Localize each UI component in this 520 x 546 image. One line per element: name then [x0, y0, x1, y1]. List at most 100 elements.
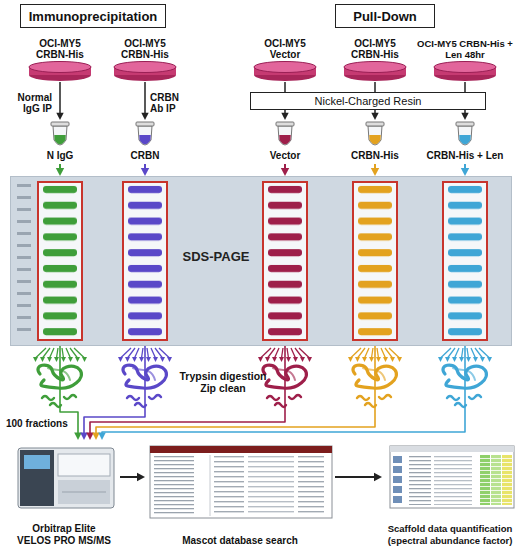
arrow-head: [141, 168, 149, 176]
connector-line: [284, 164, 286, 170]
dish-label: OCI-MY5 CRBN-His + Len 48hr: [414, 38, 516, 60]
tube-drawing: [364, 120, 386, 150]
flow-arrow: [120, 473, 145, 481]
dish-drawing: [112, 60, 178, 82]
flow-arrow: [281, 164, 289, 176]
flow-arrow: [92, 346, 375, 440]
instrument-panel: Orbitrap Elite VELOS PRO MS/MS: [8, 440, 120, 546]
arrow-head: [374, 473, 382, 481]
sample-tube: CRBN-His: [335, 120, 415, 164]
annotation-label: Trypsin digestion Zip clean: [173, 370, 273, 394]
arrow-head: [137, 473, 145, 481]
connector-line: [374, 164, 376, 170]
inst-label: Mascot database search: [182, 535, 298, 546]
gel-panel: SDS-PAGE: [10, 176, 512, 346]
culture-dish: OCI-MY5 CRBN-His: [340, 30, 410, 82]
connector-line: [284, 110, 286, 115]
scaffold-screenshot: [390, 446, 514, 508]
dish-label: OCI-MY5 CRBN-His: [110, 38, 180, 60]
flow-arrow: [141, 164, 149, 176]
arrow-head: [281, 113, 288, 120]
arrow-head: [281, 168, 289, 176]
flow-arrow: [141, 82, 148, 120]
resin-box: Nickel-Charged Resin: [250, 92, 486, 110]
edge-label: CRBN Ab IP: [150, 92, 190, 114]
tube-drawing: [454, 120, 476, 150]
fraction-arrows: [33, 348, 492, 362]
instrument-panel: Scaffold data quantification (spectral a…: [382, 440, 518, 546]
flow-arrow: [56, 82, 63, 120]
tube-drawing: [134, 120, 156, 150]
tube-label: Vector: [270, 150, 301, 162]
connector-line: [335, 476, 376, 478]
connector-line: [144, 164, 146, 170]
connector-line: [59, 164, 61, 170]
connector-line: [102, 346, 465, 435]
dish-label: OCI-MY5 CRBN-His: [25, 38, 95, 60]
sample-tube: Vector: [245, 120, 325, 164]
connector-line: [96, 346, 375, 435]
inst-label: Scaffold data quantification (spectral a…: [383, 523, 517, 546]
connector-line: [464, 110, 466, 115]
arrow-head: [141, 113, 148, 120]
arrow-head: [80, 433, 88, 440]
culture-dish: OCI-MY5 CRBN-His: [110, 30, 180, 82]
flow-arrow: [281, 110, 288, 120]
edge-label: Normal IgG IP: [2, 92, 52, 114]
dish-drawing: [27, 60, 93, 82]
connector-line: [60, 346, 78, 435]
connector-line: [374, 82, 376, 92]
flow-arrow: [465, 82, 466, 92]
arrow-head: [371, 113, 378, 120]
culture-dish: OCI-MY5 CRBN-His + Len 48hr: [414, 30, 516, 82]
arrow-head: [371, 168, 379, 176]
culture-dish: OCI-MY5 Vector: [250, 30, 320, 82]
tube-drawing: [274, 120, 296, 150]
resin-label: Nickel-Charged Resin: [315, 95, 422, 107]
flow-arrow: [371, 164, 379, 176]
flow-arrow: [375, 82, 376, 92]
connector-line: [84, 346, 145, 435]
arrow-head: [98, 433, 106, 440]
header-text: Immunoprecipitation: [29, 9, 158, 24]
annotation-label: 100 fractions: [6, 418, 72, 430]
connector-line: [374, 110, 376, 115]
section-header: Pull-Down: [335, 4, 435, 28]
connector-line: [59, 82, 61, 115]
sample-tube: CRBN: [105, 120, 185, 164]
mass-spectrometer: [18, 448, 114, 508]
arrow-head: [74, 433, 82, 440]
dish-label: OCI-MY5 Vector: [250, 38, 320, 60]
tube-label: CRBN-His: [351, 150, 399, 162]
inst-label: Orbitrap Elite VELOS PRO MS/MS: [16, 523, 112, 546]
flow-arrow: [86, 346, 285, 440]
flow-arrow: [461, 110, 468, 120]
arrow-head: [461, 113, 468, 120]
arrow-head: [86, 433, 94, 440]
culture-dish: OCI-MY5 CRBN-His: [25, 30, 95, 82]
section-header: Immunoprecipitation: [20, 4, 166, 28]
arrow-head: [56, 113, 63, 120]
connector-line: [120, 476, 139, 478]
tube-label: N IgG: [47, 150, 74, 162]
flow-arrow: [335, 473, 382, 481]
mascot-screenshot: [150, 446, 332, 518]
sample-tube: N IgG: [20, 120, 100, 164]
connector-line: [284, 82, 286, 92]
arrow-head: [461, 168, 469, 176]
connector-line: [90, 346, 285, 435]
protein-digest: [38, 365, 486, 407]
dish-label: OCI-MY5 CRBN-His: [340, 38, 410, 60]
flow-arrow: [285, 82, 286, 92]
flow-arrow: [371, 110, 378, 120]
flow-arrow: [98, 346, 465, 440]
instrument-panel: Mascot database search: [145, 440, 335, 546]
header-text: Pull-Down: [353, 9, 417, 24]
dish-drawing: [342, 60, 408, 82]
flow-arrow: [56, 164, 64, 176]
connector-line: [464, 82, 466, 92]
connector-line: [144, 82, 146, 115]
flow-arrow: [60, 346, 82, 440]
gel-label: SDS-PAGE: [168, 249, 264, 264]
